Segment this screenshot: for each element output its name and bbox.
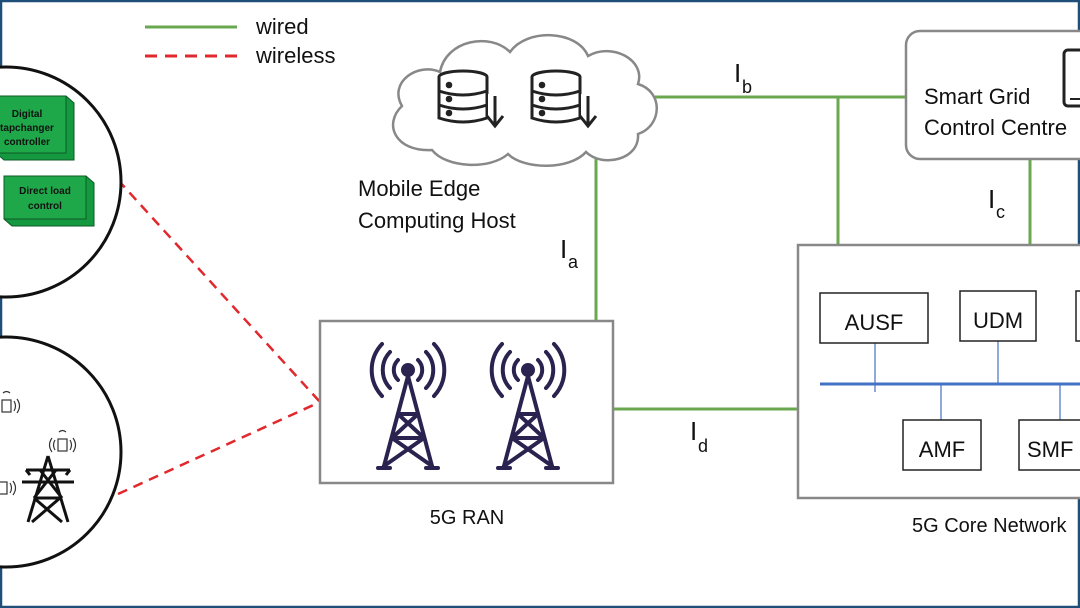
interface-label-id: I d (690, 416, 708, 456)
smart-grid-label-line2: Control Centre (924, 115, 1067, 140)
edge-host-label-line2: Computing Host (358, 208, 516, 233)
database-icon (530, 69, 598, 129)
tapchanger-line1: Digital (12, 109, 43, 120)
interface-label-ia: I a (560, 234, 579, 272)
sensor-icon (48, 429, 77, 453)
nf-box-amf (902, 419, 982, 471)
wireless-link-lower (117, 400, 321, 496)
nf-label-ausf: AUSF (845, 310, 904, 335)
tapchanger-line3: controller (4, 137, 50, 148)
wireless-links (117, 179, 321, 496)
wired-links (594, 95, 1032, 411)
device-circle-lower (0, 335, 123, 569)
antenna-tower-icon (489, 342, 567, 470)
legend-wired-label: wired (255, 14, 309, 39)
direct-load-box: Direct load control (3, 175, 95, 227)
interface-label-ic: I c (988, 184, 1005, 222)
nf-box-ausf (819, 292, 929, 344)
wireless-link-upper (117, 179, 321, 403)
svg-text:I: I (690, 416, 697, 446)
tablet-icon (1062, 48, 1080, 108)
antenna-tower-icon (369, 342, 447, 470)
device-circle-upper: Digital tapchanger controller Direct loa… (0, 65, 123, 299)
interface-label-ib: I b (734, 58, 752, 97)
edge-host-label-line1: Mobile Edge (358, 176, 480, 201)
ran-box (318, 319, 615, 485)
ran-label: 5G RAN (430, 507, 504, 529)
svg-text:d: d (698, 436, 708, 456)
svg-text:a: a (568, 252, 579, 272)
edge-host-cloud (391, 33, 658, 167)
svg-text:I: I (988, 184, 995, 214)
nf-box-udm (959, 290, 1037, 342)
database-icon (437, 69, 505, 129)
core-label: 5G Core Network (912, 515, 1067, 537)
legend: wired wireless (145, 14, 335, 68)
sensor-icon (1, 390, 21, 414)
tapchanger-line2: tapchanger (0, 123, 54, 134)
svg-text:b: b (742, 77, 752, 97)
nf-label-amf: AMF (919, 437, 965, 462)
svg-text:I: I (560, 234, 567, 264)
smart-grid-label-line1: Smart Grid (924, 84, 1030, 109)
direct-load-line1: Direct load (19, 186, 71, 197)
nf-box-smf (1018, 419, 1080, 471)
nf-box-partial (1075, 290, 1080, 342)
legend-wireless-label: wireless (255, 43, 335, 68)
nf-label-udm: UDM (973, 308, 1023, 333)
svg-text:I: I (734, 58, 741, 88)
sensor-icon (0, 480, 17, 496)
nf-label-smf: SMF (1027, 437, 1073, 462)
direct-load-line2: control (28, 201, 62, 212)
smart-grid-box: Smart Grid Control Centre (904, 29, 1080, 161)
svg-text:c: c (996, 202, 1005, 222)
tapchanger-box: Digital tapchanger controller (0, 95, 75, 161)
core-network-box: AUSF UDM AMF SMF (796, 243, 1080, 500)
pylon-icon (22, 455, 74, 524)
